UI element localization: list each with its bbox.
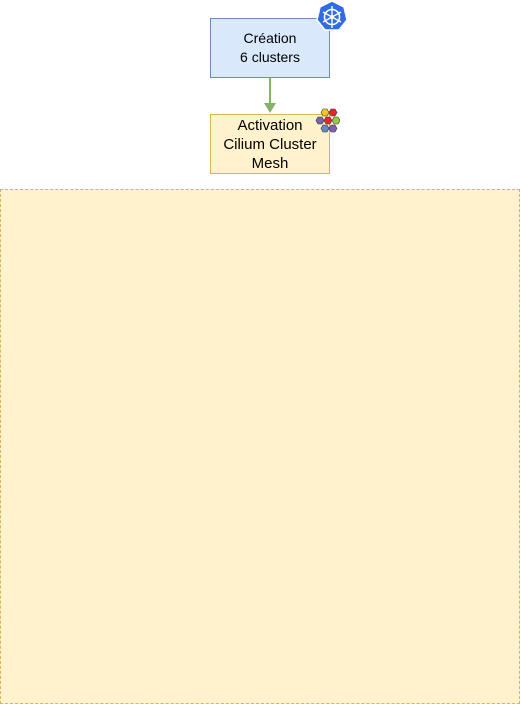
kubernetes-icon: [316, 0, 348, 31]
activation-line-1: Activation: [237, 116, 303, 134]
arrow-connector[interactable]: [264, 78, 276, 113]
cilium-icon: [315, 108, 340, 133]
cluster-container[interactable]: [0, 189, 520, 704]
creation-line-1: Création: [243, 30, 297, 46]
activation-node[interactable]: Activation Cilium Cluster Mesh: [210, 114, 330, 174]
creation-line-2: 6 clusters: [240, 49, 300, 65]
activation-line-2: Cilium Cluster: [223, 135, 317, 153]
activation-line-3: Mesh: [251, 154, 289, 172]
creation-node[interactable]: Création 6 clusters: [210, 18, 330, 78]
